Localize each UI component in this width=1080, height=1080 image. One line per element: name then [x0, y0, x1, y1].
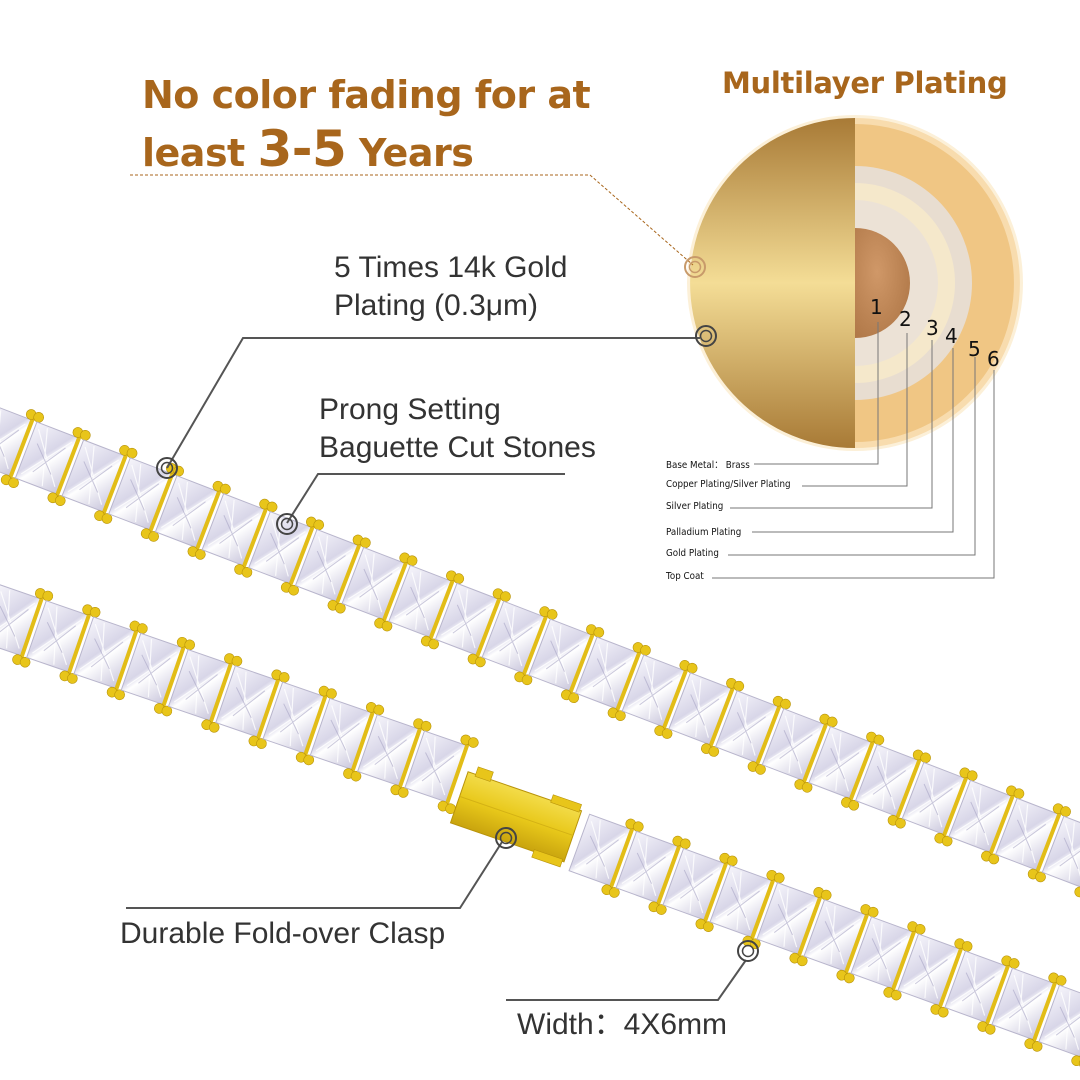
layer-number-2: 2 — [899, 307, 912, 331]
gold-plating-callout-line-1: 5 Times 14k Gold — [334, 251, 568, 284]
layer-number-4: 4 — [945, 324, 958, 348]
headline-prefix: least — [142, 131, 258, 175]
width-leader-line — [506, 959, 747, 1001]
gold-plating-callout: 5 Times 14k Gold Plating (0.3μm) — [334, 249, 567, 325]
prong-callout-line-1: Prong Setting — [319, 393, 501, 426]
layer-label-gold: Gold Plating — [666, 548, 719, 559]
clasp-target-marker — [495, 827, 517, 849]
headline-target-marker — [684, 256, 706, 278]
headline-line-1: No color fading for at — [142, 73, 591, 117]
prong-setting-callout: Prong Setting Baguette Cut Stones — [319, 391, 596, 467]
clasp-leader-line — [126, 841, 503, 909]
headline-suffix: Years — [346, 131, 474, 175]
prong-leader-line — [286, 473, 565, 524]
headline-line-2: least 3-5 Years — [142, 122, 590, 180]
chain-target-marker-1 — [156, 457, 178, 479]
layer-label-base-metal: Base Metal： Brass — [666, 460, 750, 471]
width-callout: Width：4X6mm — [517, 1008, 728, 1041]
layer-label-top-coat: Top Coat — [666, 571, 704, 582]
layer-label-palladium: Palladium Plating — [666, 527, 742, 538]
prong-target-marker — [276, 513, 298, 535]
headline-years-highlight: 3-5 — [257, 120, 347, 178]
gold-plating-target-marker — [695, 325, 717, 347]
width-target-marker — [737, 940, 759, 962]
prong-callout-line-2: Baguette Cut Stones — [319, 431, 596, 464]
layer-number-1: 1 — [870, 295, 883, 319]
gold-plating-leader-line — [166, 337, 700, 469]
clasp-callout: Durable Fold-over Clasp — [120, 917, 446, 950]
layer-number-5: 5 — [968, 337, 981, 361]
fold-over-clasp — [449, 766, 583, 868]
plating-leader-lines — [712, 322, 995, 579]
gold-plating-callout-line-2: Plating (0.3μm) — [334, 289, 539, 322]
headline: No color fading for at least 3-5 Years — [142, 68, 591, 180]
plating-diagram-title: Multilayer Plating — [722, 66, 1008, 100]
layer-label-silver: Silver Plating — [666, 501, 724, 512]
layer-number-6: 6 — [987, 347, 1000, 371]
headline-leader-line — [130, 174, 694, 266]
layer-number-3: 3 — [926, 316, 939, 340]
layer-label-copper-silver: Copper Plating/Silver Plating — [666, 479, 791, 490]
plating-cross-section — [687, 115, 1023, 451]
